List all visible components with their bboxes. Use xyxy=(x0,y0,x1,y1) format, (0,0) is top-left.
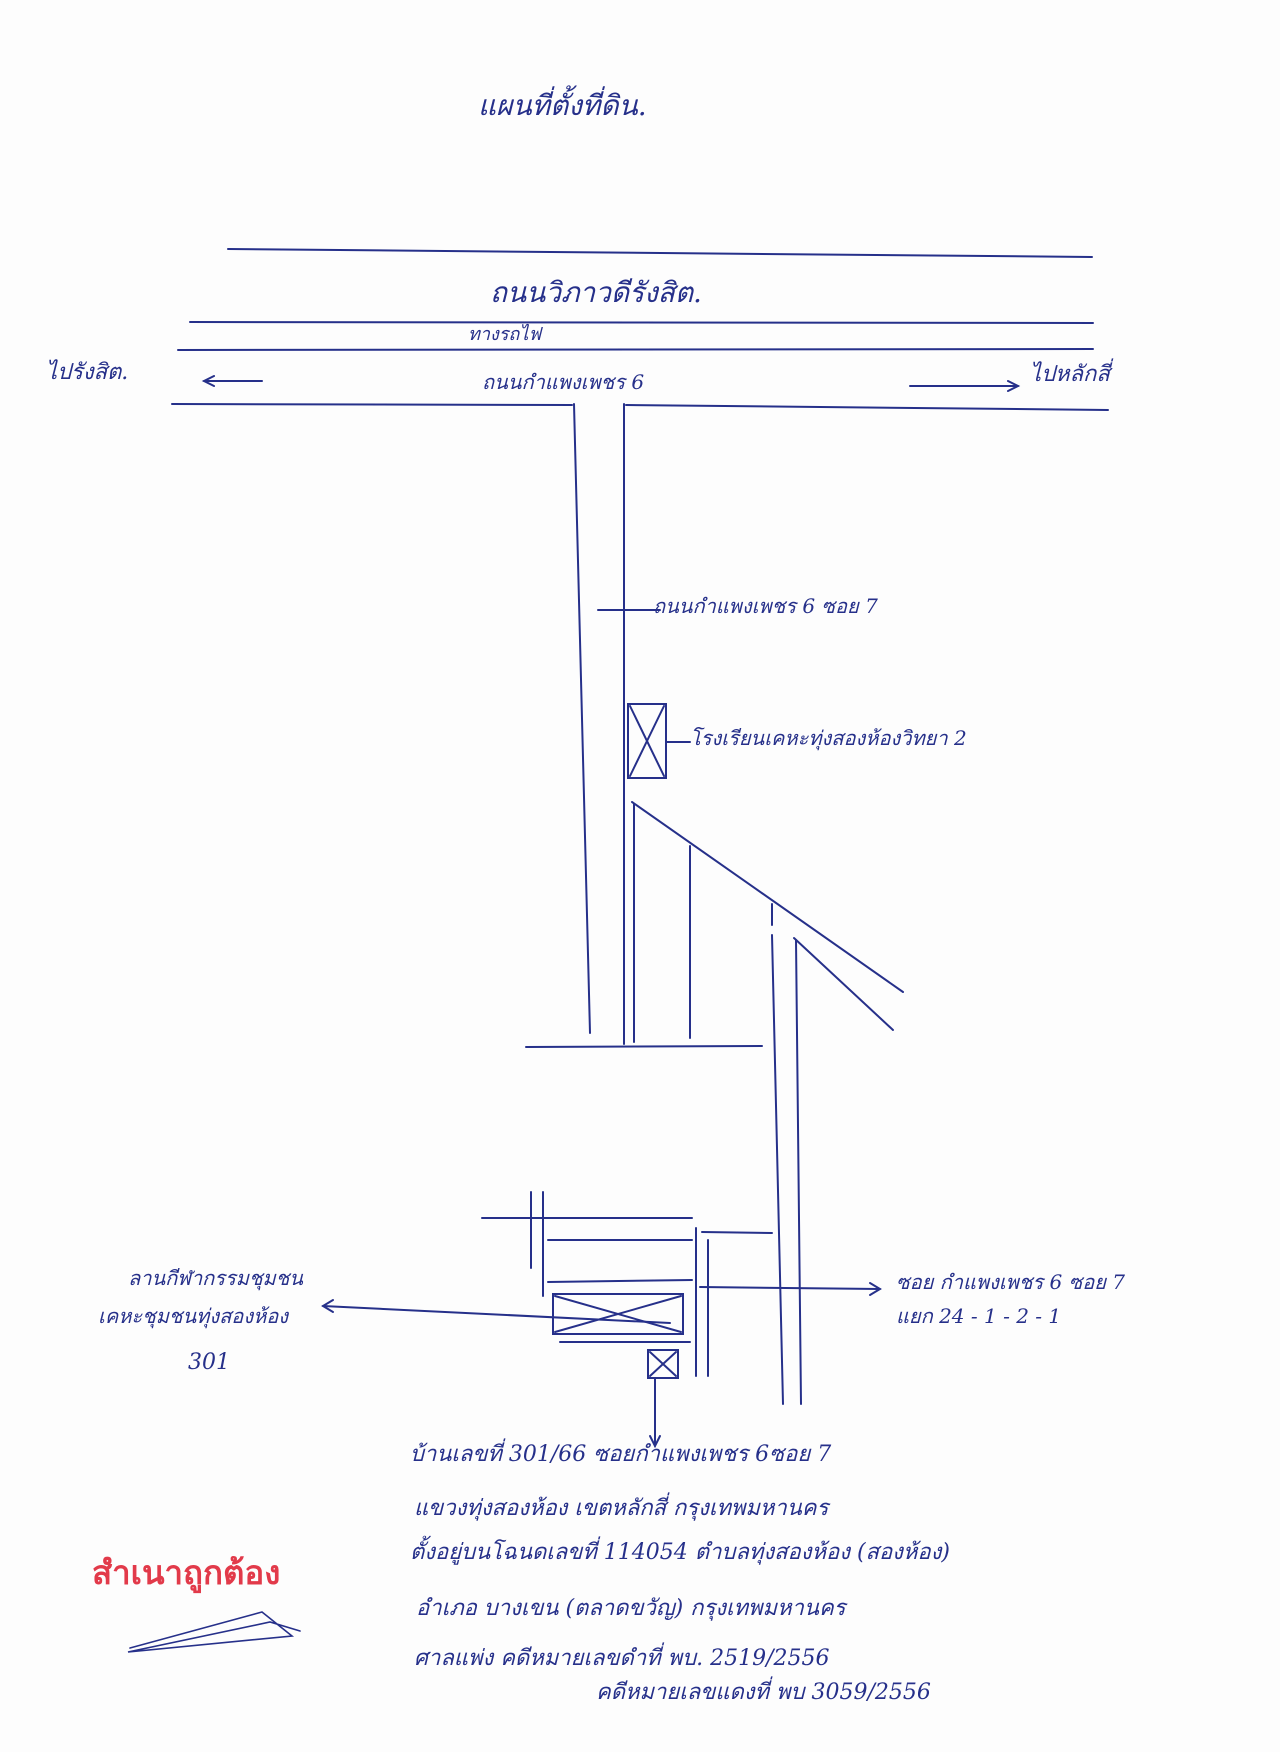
address-line-6: คดีหมายเลขแดงที่ พบ 3059/2556 xyxy=(596,1680,931,1705)
address-line-2: แขวงทุ่งสองห้อง เขตหลักสี่ กรุงเทพมหานคร xyxy=(414,1496,829,1521)
school-box-cross-2 xyxy=(629,705,665,777)
lane-left-edge xyxy=(771,934,784,1405)
diagonal-road-upper xyxy=(631,801,904,993)
cross-road-bottom-right-line xyxy=(625,404,1109,411)
certified-copy-stamp: สำเนาถูกต้อง xyxy=(92,1553,281,1592)
branch-soi-arrow-head xyxy=(869,1282,882,1296)
block-mid-line xyxy=(547,1279,693,1283)
community-hall-box xyxy=(552,1293,684,1335)
service-road-line xyxy=(189,321,1094,324)
community-label-line-2: เคหะชุมชนทุ่งสองห้อง xyxy=(98,1304,289,1328)
house-lot-box xyxy=(647,1349,679,1379)
main-road-top-line xyxy=(227,248,1093,258)
arrow-right-head xyxy=(1007,380,1021,392)
school-label: โรงเรียนเคหะทุ่งสองห้องวิทยา 2 xyxy=(690,726,967,750)
block-connector xyxy=(701,1231,773,1234)
lane-right-edge xyxy=(795,939,802,1405)
community-pointer xyxy=(322,1305,671,1324)
signature-scribble xyxy=(127,1611,301,1653)
community-label-line-3: 301 xyxy=(188,1350,230,1375)
address-line-1: บ้านเลขที่ 301/66 ซอยกำแพงเพชร 6ซอย 7 xyxy=(410,1442,832,1467)
cross-street-top xyxy=(525,1045,763,1048)
direction-right-label: ไปหลักสี่ xyxy=(1030,362,1110,387)
community-hall-cross-2 xyxy=(554,1295,682,1333)
address-line-5: ศาลแพ่ง คดีหมายเลขดำที่ พบ. 2519/2556 xyxy=(414,1646,830,1671)
cross-road-bottom-left-line xyxy=(171,403,573,406)
service-road-label: ทางรถไฟ xyxy=(468,324,542,345)
house-lot-cross-2 xyxy=(649,1351,677,1377)
address-line-4: อำเภอ บางเขน (ตลาดขวัญ) กรุงเทพมหานคร xyxy=(416,1596,846,1621)
branch-soi-label-line-1: ซอย กำแพงเพชร 6 ซอย 7 xyxy=(896,1270,1126,1294)
community-pointer-head xyxy=(321,1299,334,1313)
direction-left-label: ไปรังสิต. xyxy=(46,360,129,385)
soi-label: ถนนกำแพงเพชร 6 ซอย 7 xyxy=(653,594,878,618)
map-title: แผนที่ตั้งที่ดิน. xyxy=(478,89,647,122)
address-line-3: ตั้งอยู่บนโฉนดเลขที่ 114054 ตำบลทุ่งสองห… xyxy=(410,1540,950,1565)
arrow-left-head xyxy=(201,375,215,387)
cross-road-label: ถนนกำแพงเพชร 6 xyxy=(482,370,645,394)
soi-left-edge xyxy=(573,403,591,1034)
diagonal-road-lower xyxy=(793,937,894,1031)
branch-soi-label-line-2: แยก 24 - 1 - 2 - 1 xyxy=(896,1304,1062,1328)
branch-soi-pointer xyxy=(699,1286,881,1290)
community-label-line-1: ลานกีฬากรรมชุมชน xyxy=(128,1266,303,1290)
house-lot-arrow-head xyxy=(649,1435,661,1449)
cross-road-top-line xyxy=(177,348,1094,351)
main-road-label: ถนนวิภาวดีรังสิต. xyxy=(490,276,702,309)
